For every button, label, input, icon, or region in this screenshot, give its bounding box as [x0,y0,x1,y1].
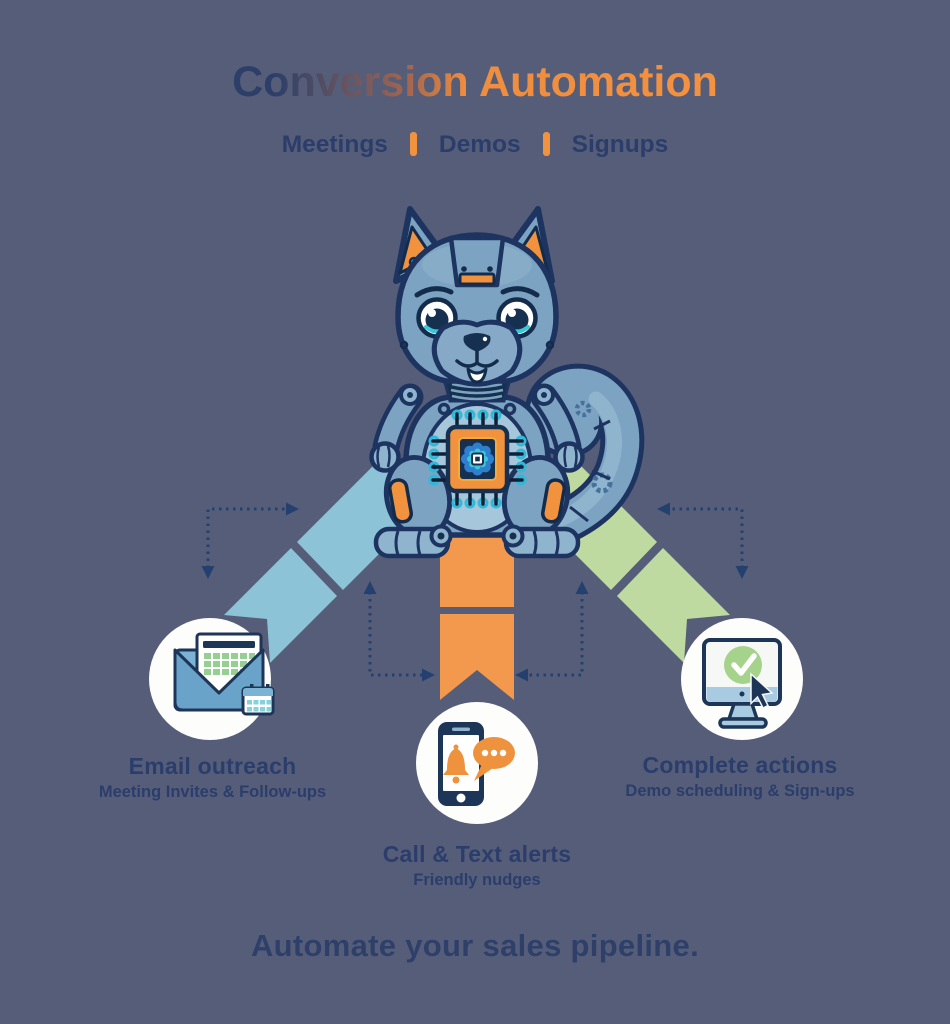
mascot-feet [373,524,581,559]
branch-label-call-text: Call & Text alerts Friendly nudges [302,841,652,890]
chip-flower [461,442,494,476]
subtitle-item-signups: Signups [571,131,669,158]
branch-subheading: Demo scheduling & Sign-ups [625,782,855,800]
branch-subheading: Meeting Invites & Follow-ups [98,783,327,801]
phone-bell-chat-icon [416,702,538,824]
monitor-check-cursor-icon [681,618,803,740]
branch-heading: Complete actions [642,752,838,778]
dashed-arrow-right [657,502,749,579]
subtitle: Meetings Demos Signups [0,131,950,159]
dashed-arrow-center-left [363,581,435,682]
branch-heading: Call & Text alerts [382,841,572,867]
cursor-glyph [750,672,774,710]
robot-squirrel-mascot [369,206,645,559]
dashed-arrow-center-right [515,581,589,682]
tagline: Automate your sales pipeline. [251,928,699,963]
branch-heading: Email outreach [128,753,297,779]
branch-label-complete: Complete actions Demo scheduling & Sign-… [565,752,915,801]
subtitle-separator [542,132,550,156]
subtitle-item-demos: Demos [438,131,521,158]
subtitle-separator [409,132,417,156]
dashed-arrow-left [201,502,299,579]
email-calendar-icon [149,618,275,740]
chat-bubble-glyph [473,737,515,781]
subtitle-item-meetings: Meetings [281,131,388,158]
mascot-neck [442,377,512,403]
page-title: Conversion Automation [0,58,950,107]
branch-label-email: Email outreach Meeting Invites & Follow-… [40,753,385,802]
mini-calendar-badge [241,684,275,716]
mascot-chest-chip [428,409,527,509]
ribbon-call-text [440,535,514,700]
branch-subheading: Friendly nudges [413,871,541,889]
mascot-face [414,286,540,387]
bell-glyph [443,744,469,784]
